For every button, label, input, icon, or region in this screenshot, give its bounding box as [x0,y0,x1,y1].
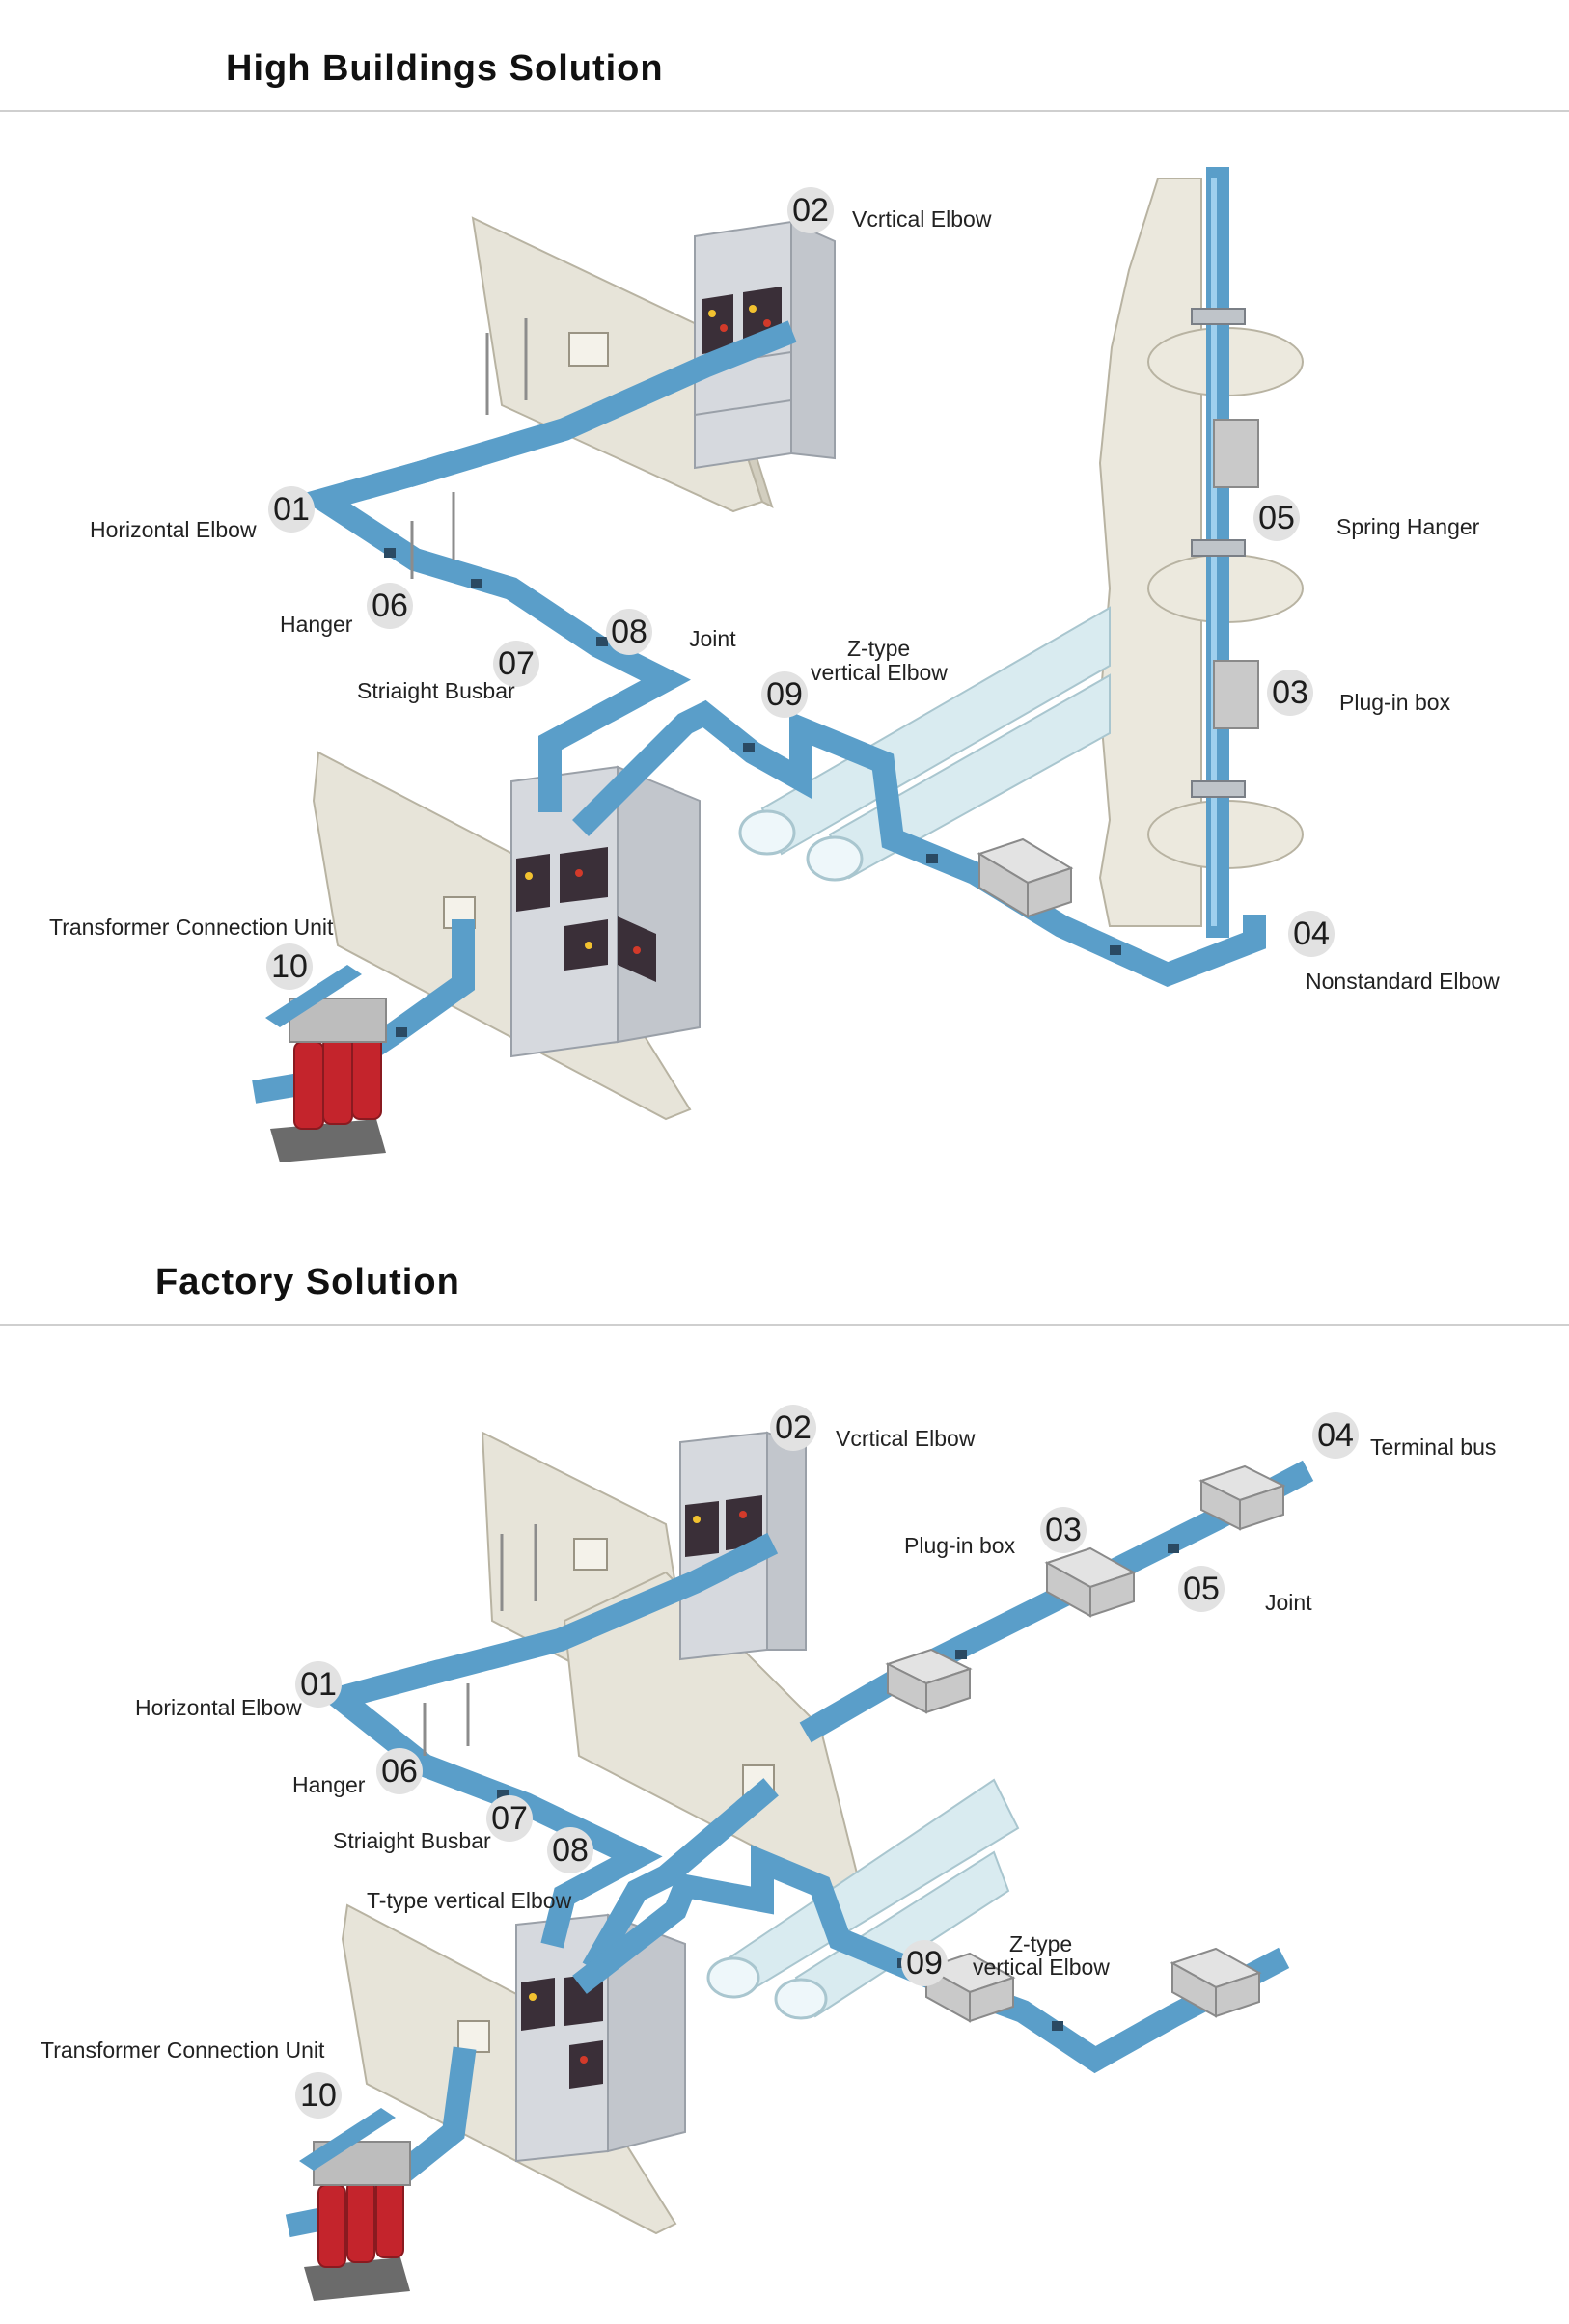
label-plug-in-box: Plug-in box [904,1533,1016,1558]
label-joint: Joint [1265,1590,1312,1615]
label-spring-hanger: Spring Hanger [1336,514,1480,539]
transformer [265,965,387,1162]
section-divider [0,1324,1569,1326]
svg-text:06: 06 [381,1753,418,1790]
label-plug-in-box: Plug-in box [1339,690,1451,715]
transformer [299,2108,411,2301]
callout-06: 06 [367,583,413,629]
label-vertical-elbow: Vcrtical Elbow [852,206,992,232]
label-transformer-connection-unit: Transformer Connection Unit [49,915,334,940]
callout-01: 01 [268,486,315,533]
label-terminal-bus: Terminal bus [1370,1435,1496,1460]
section-divider [0,110,1569,112]
callout-05: 05 [1253,495,1300,541]
label-z-type-line2: vertical Elbow [811,660,948,685]
callout-10: 10 [295,2072,342,2119]
hanger-rods [423,1524,537,1756]
factory-diagram: 01 Horizontal Elbow 02 Vcrtical Elbow 03… [41,1405,1496,2301]
pipes [706,1778,1020,2020]
label-z-type-line2: vertical Elbow [973,1955,1110,1980]
busbar-to-switchgear [405,320,797,487]
spring-hangers [1191,308,1246,798]
callout-05: 05 [1178,1566,1225,1612]
section-title-high-buildings: High Buildings Solution [226,48,664,89]
label-t-type-vertical-elbow: T-type vertical Elbow [367,1888,572,1913]
hanger-rods [410,318,528,579]
callout-08: 08 [606,609,652,655]
label-horizontal-elbow: Horizontal Elbow [90,517,257,542]
busbar-to-upper-switchgear [415,1532,779,1688]
label-straight-busbar: Striaight Busbar [357,678,515,703]
callout-07: 07 [486,1795,533,1842]
svg-text:05: 05 [1258,500,1295,536]
label-hanger: Hanger [280,612,353,637]
svg-text:10: 10 [271,948,308,985]
svg-text:03: 03 [1045,1512,1082,1548]
wall-opening [568,332,609,367]
svg-text:08: 08 [552,1832,589,1869]
label-joint: Joint [689,626,736,651]
svg-text:07: 07 [498,645,535,682]
callout-06: 06 [376,1748,423,1794]
svg-text:03: 03 [1272,674,1308,711]
callout-09: 09 [901,1940,948,1986]
ground-plug-in-box [977,837,1074,918]
callout-03: 03 [1040,1507,1087,1553]
label-hanger: Hanger [292,1772,366,1797]
plug-in-box-5 [1170,1947,1262,2018]
label-nonstandard-elbow: Nonstandard Elbow [1306,969,1500,994]
busbar-run-lower [572,699,1266,988]
svg-text:04: 04 [1293,916,1330,952]
svg-text:02: 02 [775,1409,812,1446]
svg-text:08: 08 [611,614,647,650]
callout-08: 08 [547,1827,593,1873]
label-z-type-line1: Z-type [1009,1931,1072,1956]
busbar-through-wall [582,1778,779,1975]
plug-in-box-3 [1198,1464,1286,1531]
upper-switchgear [679,1431,807,1661]
callout-07: 07 [493,641,539,687]
label-transformer-connection-unit: Transformer Connection Unit [41,2037,325,2063]
svg-text:09: 09 [906,1945,943,1982]
svg-text:10: 10 [300,2077,337,2114]
callout-04: 04 [1288,911,1335,957]
riser-plug-in-box-lower [1213,660,1259,729]
label-horizontal-elbow: Horizontal Elbow [135,1695,302,1720]
svg-text:07: 07 [491,1800,528,1837]
busbar-run-lower [572,1845,1290,2074]
label-straight-busbar: Striaight Busbar [333,1828,491,1853]
high-buildings-diagram: 01 Horizontal Elbow 02 Vcrtical Elbow 03… [49,167,1500,1162]
svg-text:09: 09 [766,676,803,713]
callout-10: 10 [266,943,313,990]
lower-switchgear [510,765,701,1058]
label-vertical-elbow: Vcrtical Elbow [836,1426,976,1451]
svg-text:05: 05 [1183,1571,1220,1607]
plug-in-box-2 [1044,1546,1137,1618]
plug-in-box-1 [885,1648,973,1714]
callout-09: 09 [761,671,808,718]
callout-03: 03 [1267,670,1313,716]
svg-text:02: 02 [792,192,829,229]
section-title-factory: Factory Solution [155,1262,460,1302]
busbar-run-upper [295,458,691,812]
svg-text:01: 01 [300,1666,337,1703]
callout-04: 04 [1312,1412,1359,1459]
label-z-type-line1: Z-type [847,636,910,661]
callout-02: 02 [770,1405,816,1451]
riser-plug-in-box-upper [1213,419,1259,488]
svg-text:04: 04 [1317,1417,1354,1454]
callout-02: 02 [787,187,834,233]
busbar-joints [384,548,1121,1037]
svg-text:06: 06 [372,588,408,624]
upper-wall [471,216,764,513]
callout-01: 01 [295,1661,342,1708]
svg-text:01: 01 [273,491,310,528]
